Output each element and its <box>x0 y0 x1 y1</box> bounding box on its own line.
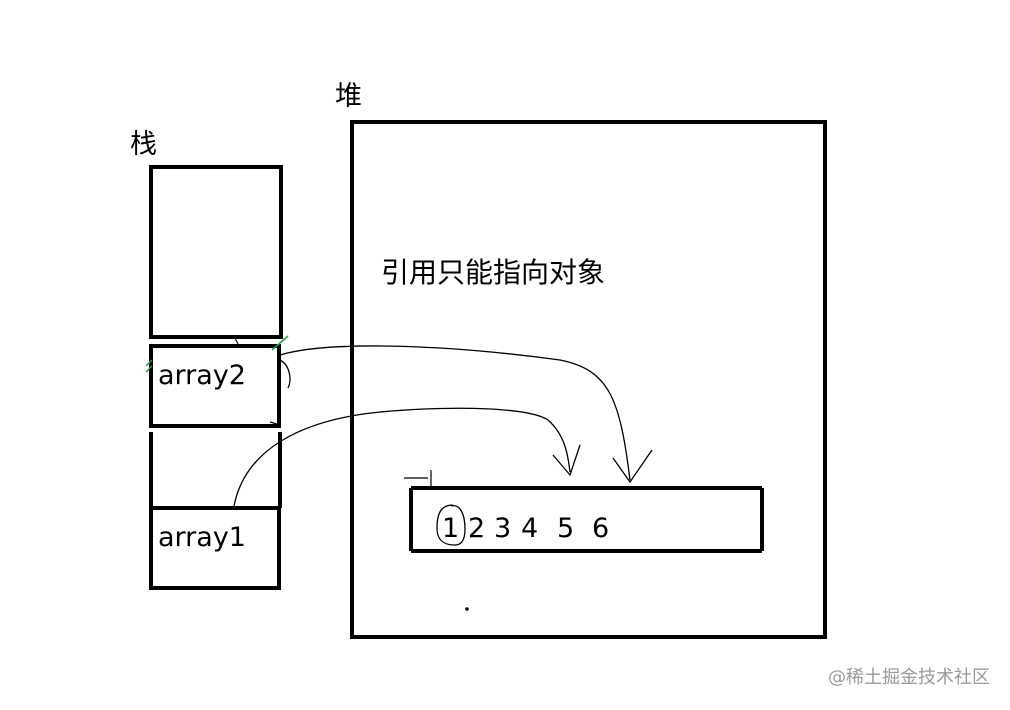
watermark: @稀土掘金技术社区 <box>828 667 990 688</box>
stack-empty-cell <box>149 165 283 339</box>
array-element: 4 <box>521 513 539 544</box>
heap-array-elements: 1 2 3 4 5 6 <box>440 513 640 547</box>
array-element: 1 <box>442 513 460 544</box>
array-element: 2 <box>468 513 486 544</box>
stack-column <box>149 165 283 590</box>
green-marks <box>145 335 289 373</box>
heap-label: 堆 <box>335 81 362 112</box>
arrow-array2-to-array <box>279 345 653 484</box>
stray-marks <box>234 337 469 611</box>
heap-region <box>350 120 827 639</box>
heap-array-box <box>409 486 764 553</box>
array-element: 6 <box>592 513 610 544</box>
array-element: 3 <box>494 513 512 544</box>
stack-label: 栈 <box>130 129 157 160</box>
array-element: 5 <box>557 513 575 544</box>
array2-label: array2 <box>158 360 246 391</box>
stack-cell-array1 <box>149 506 281 590</box>
arrow-array1-to-array <box>233 407 581 507</box>
circle-mark <box>436 504 466 546</box>
stack-cell-array2 <box>149 344 281 428</box>
array1-label: array1 <box>158 522 246 553</box>
reference-note: 引用只能指向对象 <box>381 256 606 289</box>
